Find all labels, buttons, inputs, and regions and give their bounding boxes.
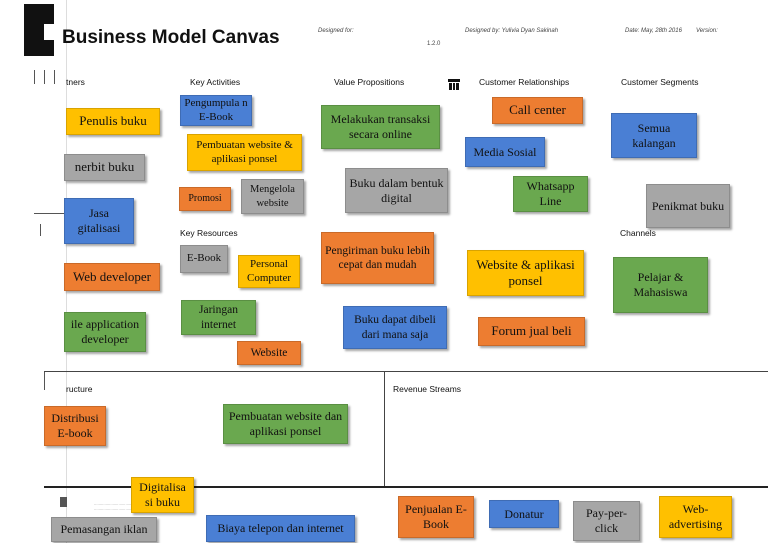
note-penjualan-ebook: Penjualan E-Book xyxy=(398,496,474,538)
note-ebook-resource: E-Book xyxy=(180,245,228,273)
note-website-resource: Website xyxy=(237,341,301,365)
note-web-developer: Web developer xyxy=(64,263,160,291)
note-pengumpulan-ebook: Pengumpula n E-Book xyxy=(180,95,252,126)
section-revenue-streams: Revenue Streams xyxy=(393,384,462,394)
note-distribusi-ebook: Distribusi E-book xyxy=(44,406,106,446)
tick-mark xyxy=(44,70,45,84)
note-media-sosial: Media Sosial xyxy=(465,137,545,167)
note-web-advertising: Web-advertising xyxy=(659,496,732,538)
tick-mark xyxy=(40,224,41,236)
tick-mark xyxy=(34,213,64,214)
section-key-resources: Key Resources xyxy=(180,228,238,238)
note-mengelola-website: Mengelola website xyxy=(241,179,304,214)
note-pembuatan-website-aplikasi: Pembuatan website & aplikasi ponsel xyxy=(187,134,302,171)
note-penerbit-buku: nerbit buku xyxy=(64,154,145,181)
tick-mark xyxy=(54,70,55,84)
note-buku-dapat-dibeli: Buku dapat dibeli dari mana saja xyxy=(343,306,447,349)
note-call-center: Call center xyxy=(492,97,583,124)
note-promosi: Promosi xyxy=(179,187,231,211)
section-value-propositions: Value Propositions xyxy=(334,77,405,87)
note-buku-digital: Buku dalam bentuk digital xyxy=(345,168,448,213)
designed-by: Designed by: Yulivia Dyan Sakinah xyxy=(465,28,559,34)
note-biaya-telepon: Biaya telepon dan internet xyxy=(206,515,355,542)
version-number: 1.2.0 xyxy=(427,41,441,47)
note-website-aplikasi-ponsel: Website & aplikasi ponsel xyxy=(467,250,584,296)
date-label: Date: May, 28th 2016 xyxy=(625,28,682,34)
note-penulis-buku: Penulis buku xyxy=(66,108,160,135)
section-key-activities: Key Activities xyxy=(190,77,241,87)
note-jasa-digitalisasi: Jasa gitalisasi xyxy=(64,198,134,244)
section-customer-segments: Customer Segments xyxy=(621,77,699,87)
note-melakukan-transaksi: Melakukan transaksi secara online xyxy=(321,105,440,149)
left-margin-strip xyxy=(24,0,67,543)
note-pay-per-click: Pay-per-click xyxy=(573,501,640,541)
note-semua-kalangan: Semua kalangan xyxy=(611,113,697,158)
note-mobile-app-developer: ile application developer xyxy=(64,312,146,352)
note-pelajar-mahasiswa: Pelajar & Mahasiswa xyxy=(613,257,708,313)
note-forum-jual-beli: Forum jual beli xyxy=(478,317,585,346)
note-jaringan-internet: Jaringan internet xyxy=(181,300,256,335)
note-whatsapp-line: Whatsapp Line xyxy=(513,176,588,212)
designed-for-label: Designed for: xyxy=(318,28,354,34)
grid-line-vertical xyxy=(384,371,385,487)
footer-logo-icon xyxy=(60,497,67,507)
grid-line-horizontal xyxy=(44,371,768,372)
tick-mark xyxy=(34,70,35,84)
note-pengiriman-buku: Pengiriman buku lebih cepat dan mudah xyxy=(321,232,434,284)
corner-mark-inner xyxy=(44,24,60,40)
version-label: Version: xyxy=(696,28,718,34)
section-key-partners: tners xyxy=(66,77,85,87)
note-pembuatan-website-cost: Pembuatan website dan aplikasi ponsel xyxy=(223,404,348,444)
note-personal-computer: Personal Computer xyxy=(238,255,300,288)
note-digitalisasi-buku: Digitalisa si buku xyxy=(131,477,194,513)
note-penikmat-buku: Penikmat buku xyxy=(646,184,730,228)
grid-line-bottom xyxy=(44,486,768,488)
note-donatur: Donatur xyxy=(489,500,559,528)
note-pemasangan-iklan: Pemasangan iklan xyxy=(51,517,157,542)
section-channels: Channels xyxy=(620,228,656,238)
section-cost-structure: ructure xyxy=(66,384,93,394)
footer-license-text: ········································… xyxy=(94,508,163,512)
gift-icon xyxy=(448,79,460,90)
footer-license-text: ········································… xyxy=(94,503,163,507)
section-customer-relationships: Customer Relationships xyxy=(479,77,570,87)
canvas-title: Business Model Canvas xyxy=(62,27,280,48)
tick-mark xyxy=(44,372,45,390)
